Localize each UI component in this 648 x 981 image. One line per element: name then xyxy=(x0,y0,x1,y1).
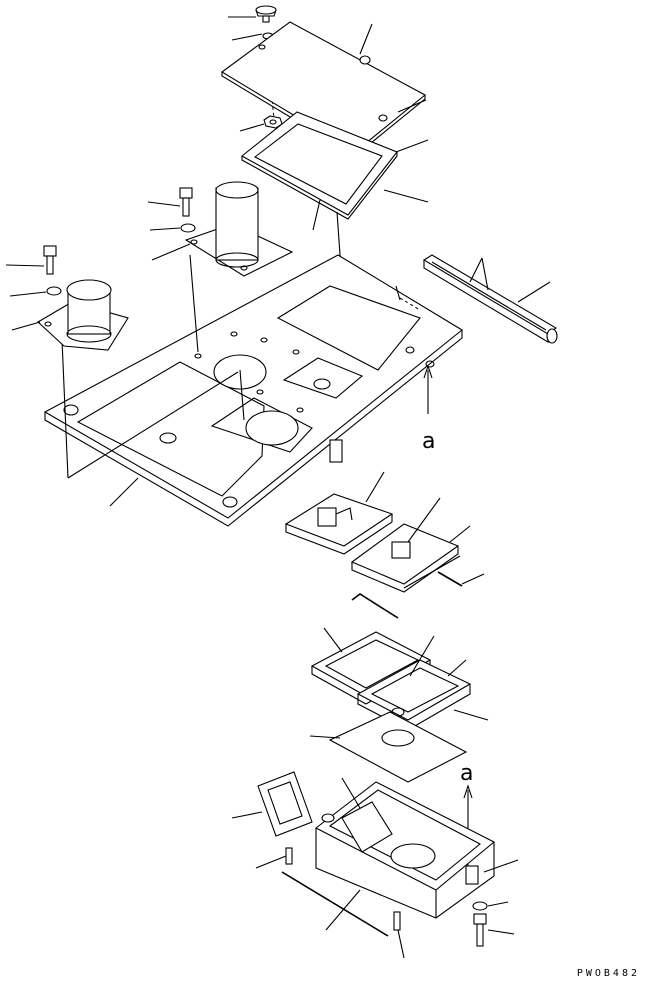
switch-housing-left xyxy=(284,493,394,555)
bottom-bolt xyxy=(473,913,487,947)
lower-pipe-flange xyxy=(37,279,129,351)
bottom-washer xyxy=(472,901,488,911)
switch-housing-right xyxy=(350,523,461,593)
frame-tray-right xyxy=(356,659,472,731)
channel-rail xyxy=(422,254,558,344)
bolt-upper xyxy=(179,187,193,217)
washer-lower xyxy=(46,286,62,296)
top-cover-plate xyxy=(221,21,426,157)
pin-right xyxy=(393,911,401,931)
bent-wire-part xyxy=(351,593,399,619)
pin-left xyxy=(285,847,293,865)
spring-pin-right xyxy=(437,571,463,587)
long-rod-part xyxy=(281,871,389,937)
insulation-sheet xyxy=(328,711,468,783)
view-arrow-upper: a xyxy=(422,364,435,454)
drawing-code-text: PWOB482 xyxy=(576,968,640,979)
view-label-lower: a xyxy=(460,761,473,786)
washer-upper xyxy=(180,223,196,233)
view-label-upper: a xyxy=(422,429,435,454)
main-floor-plate xyxy=(43,254,463,527)
window-frame-part xyxy=(257,771,313,837)
bottom-case xyxy=(314,781,495,919)
callout-leaders xyxy=(5,16,551,959)
upper-pipe-flange xyxy=(184,181,294,277)
knob-part xyxy=(255,5,277,23)
bolt-lower xyxy=(43,245,57,275)
